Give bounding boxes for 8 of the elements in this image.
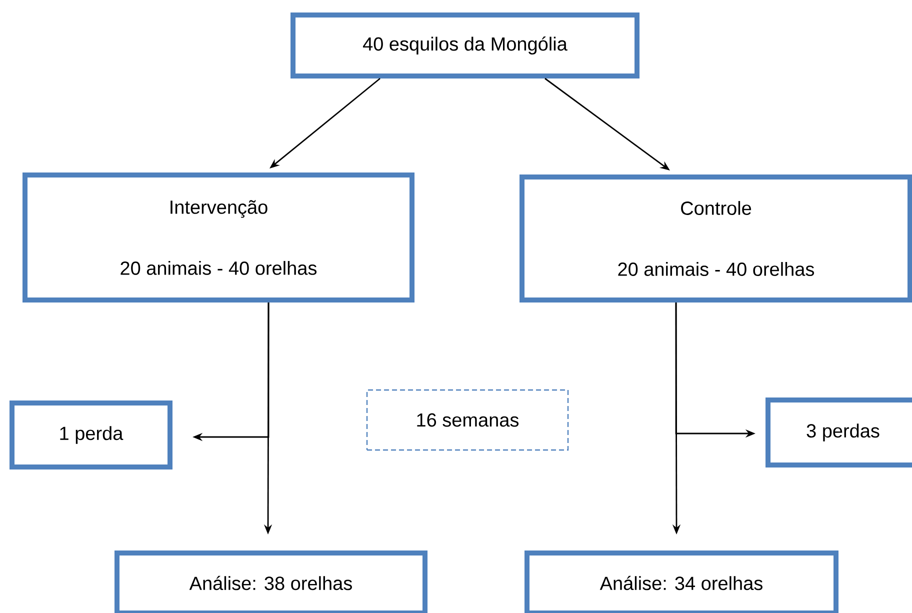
process-box: Análise: 34 orelhas [524, 550, 838, 613]
process-box: 40 esquilos da Mongólia [290, 12, 640, 78]
process-box: Intervenção 20 animais - 40 orelhas [22, 172, 414, 302]
process-box: Controle 20 animais - 40 orelhas [520, 174, 912, 302]
process-box: 3 perdas [766, 398, 912, 468]
process-box: 1 perda [10, 400, 172, 470]
process-box: Análise: 38 orelhas [114, 550, 428, 613]
dashed-box: 16 semanas [366, 389, 569, 451]
